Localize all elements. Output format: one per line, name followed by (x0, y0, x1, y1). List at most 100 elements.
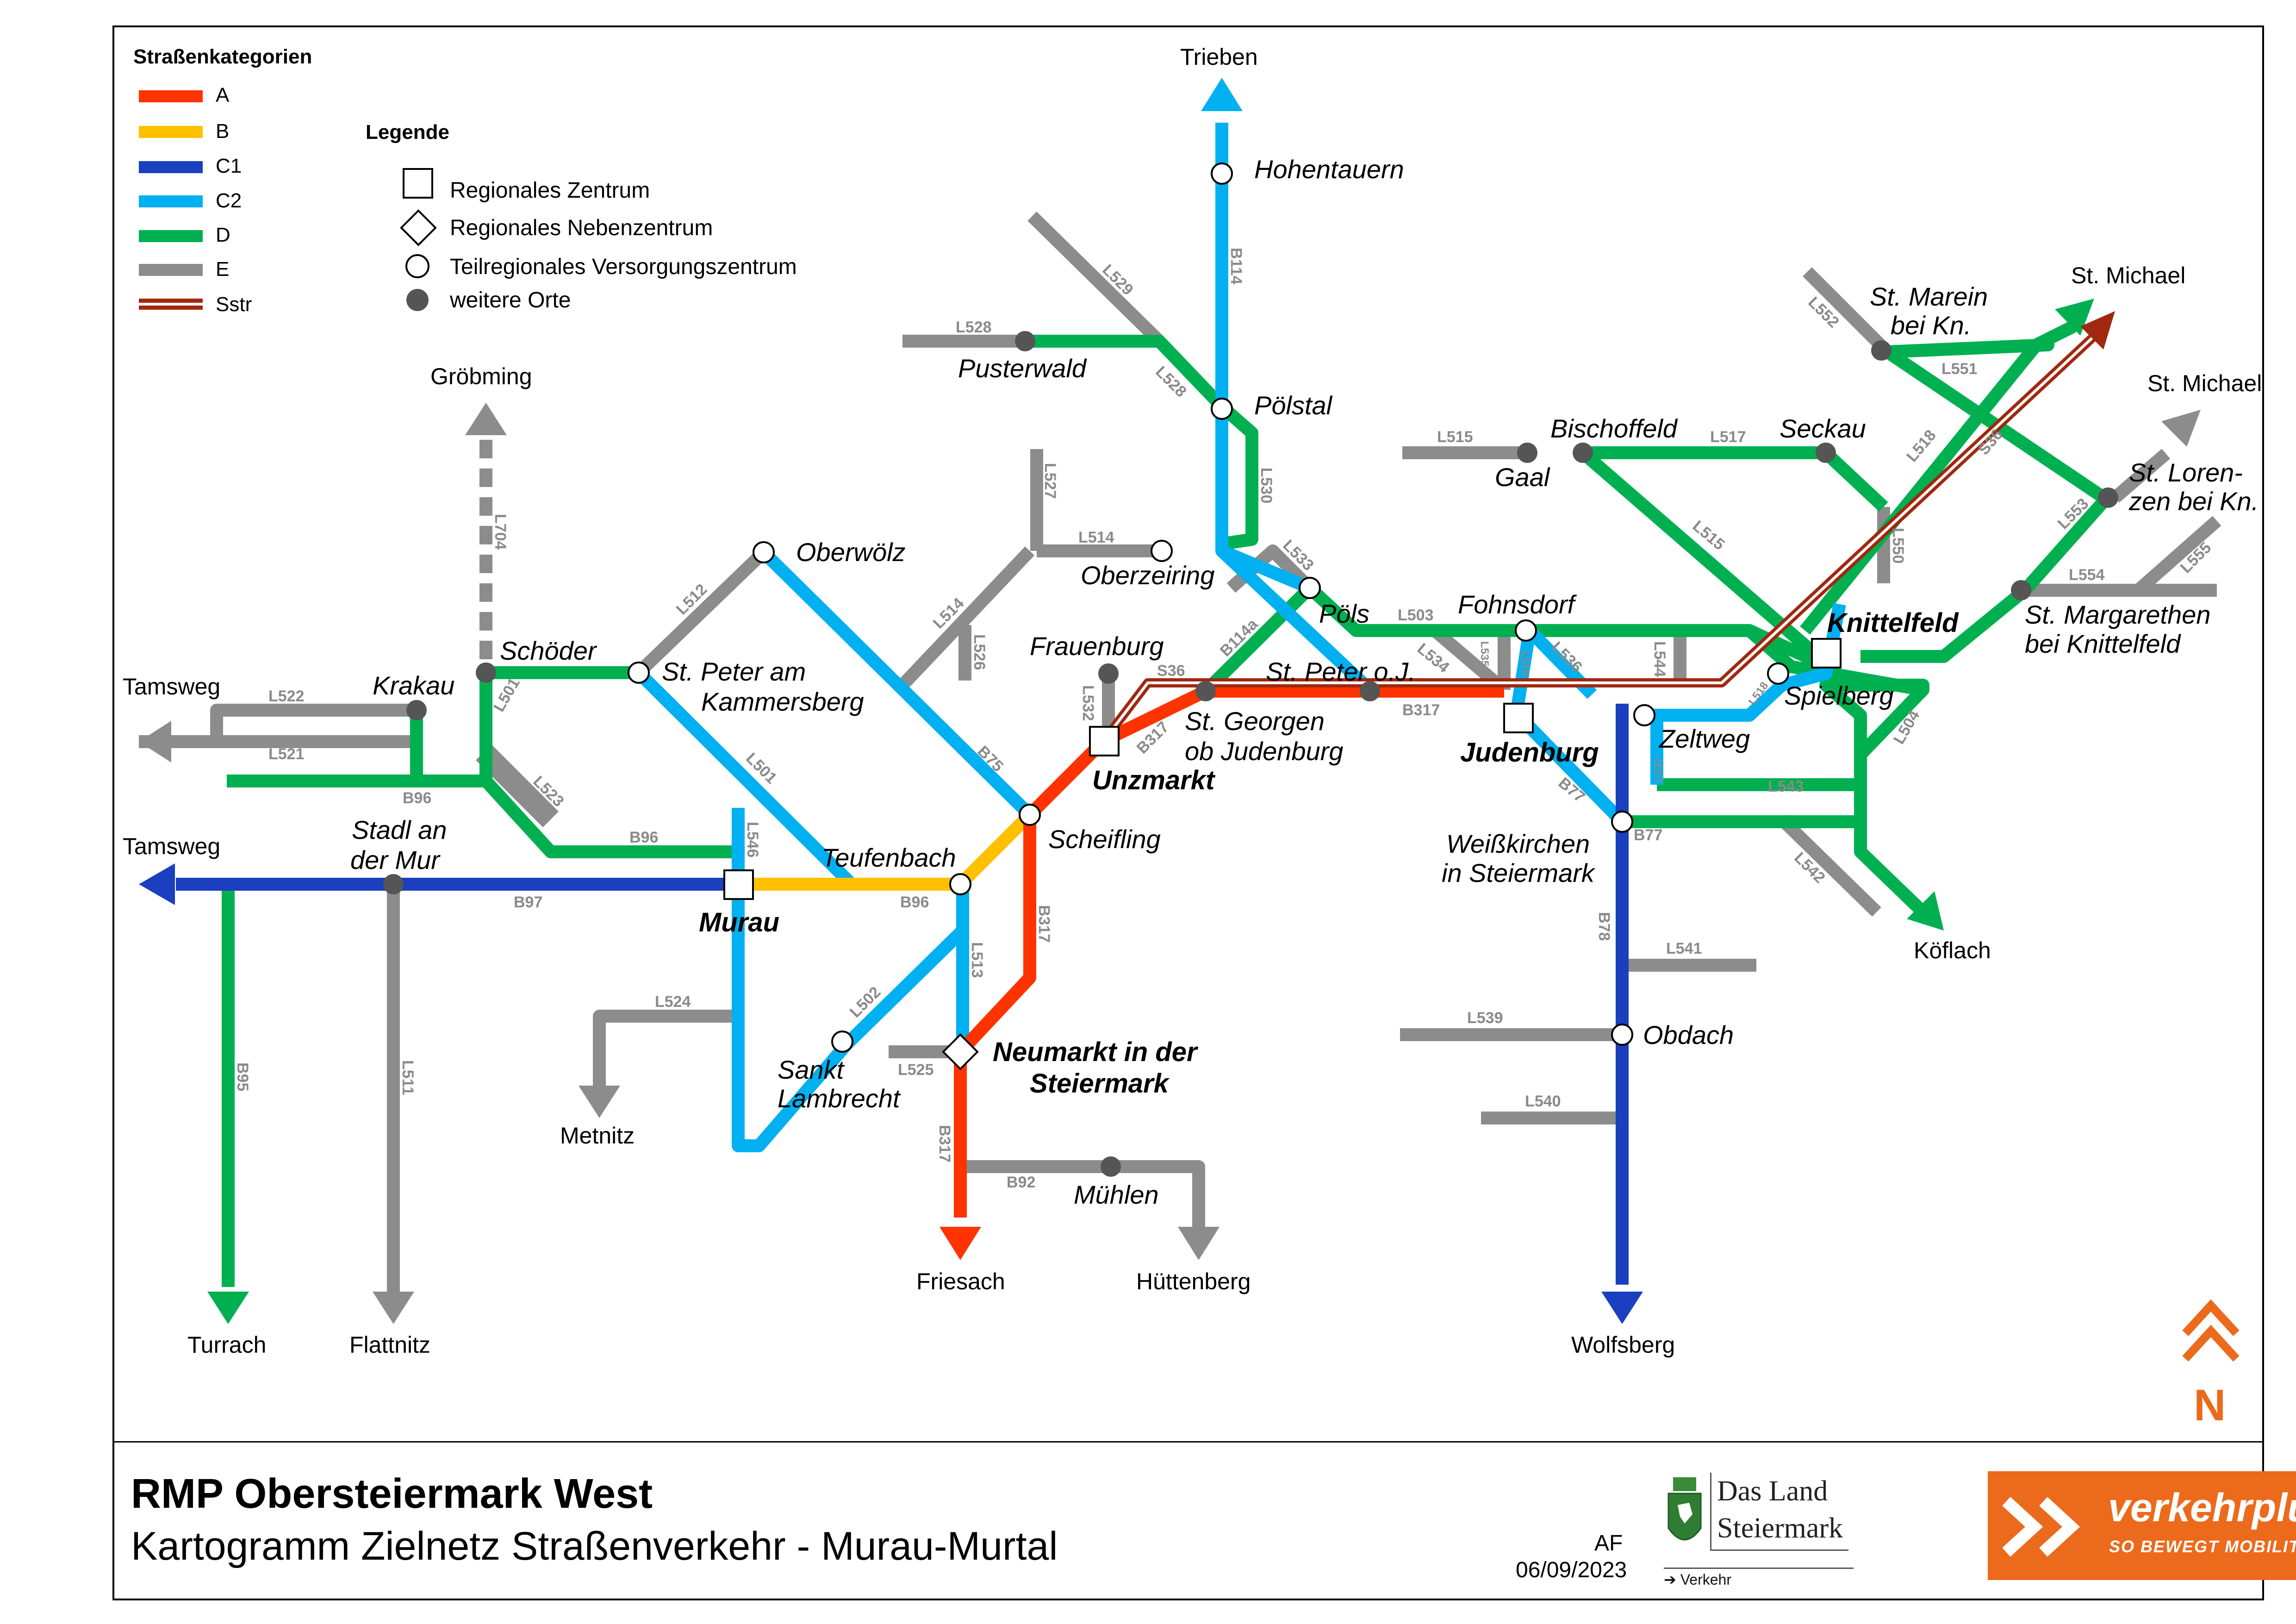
tag-b97: B97 (514, 893, 542, 911)
tag-l530: L530 (1257, 468, 1275, 504)
styrian-crest-icon (1668, 1477, 1702, 1541)
tag-b96c: B96 (900, 893, 929, 911)
legend-label-supply-center: Teilregionales Versorgungszentrum (450, 255, 797, 279)
category-legend-heading: Straßenkategorien (133, 45, 312, 68)
place-markers (383, 162, 2118, 1177)
category-swatch-a (139, 90, 203, 102)
tag-b78: B78 (1595, 912, 1613, 941)
tag-l541: L541 (1666, 940, 1702, 957)
arrow-friesach-icon (940, 1227, 981, 1260)
tag-l543: L543 (1768, 778, 1804, 795)
category-swatch-sstr-inner (139, 303, 203, 306)
marker-bischoffeld-icon (1573, 443, 1593, 463)
place-st-margarethen-1: St. Margarethen (2025, 600, 2211, 629)
place-knittelfeld: Knittelfeld (1827, 608, 1959, 638)
marker-fohnsdorf-icon (1515, 619, 1537, 642)
place-flattnitz: Flattnitz (349, 1332, 430, 1358)
arrowheads (139, 78, 2201, 1324)
road-b92 (960, 1160, 1205, 1227)
road-l501-south (634, 668, 856, 889)
category-label-d: D (216, 224, 230, 246)
tag-b95: B95 (234, 1062, 251, 1091)
place-st-peter-1: St. Peter am (662, 657, 806, 686)
marker-spielberg-icon (1767, 662, 1789, 685)
road-l504-south (1854, 685, 1930, 919)
road-l530 (1217, 401, 1258, 550)
road-b317-main (954, 685, 1504, 1218)
place-tamsweg-2: Tamsweg (123, 833, 220, 859)
other-place-icon (406, 289, 429, 311)
tag-l540: L540 (1525, 1093, 1561, 1110)
marker-obdach-icon (1611, 1024, 1633, 1046)
marker-gaal-icon (1517, 443, 1537, 463)
place-hohentauern: Hohentauern (1254, 155, 1404, 184)
tag-l511: L511 (399, 1060, 417, 1095)
marker-st-margarethen-icon (2011, 580, 2031, 600)
tag-l522: L522 (268, 687, 305, 705)
place-stadl-2: der Mur (350, 845, 441, 874)
tag-l518b: L518 (1903, 426, 1940, 465)
road-b75 (759, 548, 1034, 819)
place-spielberg: Spielberg (1784, 681, 1894, 710)
tag-l526: L526 (971, 634, 988, 670)
place-st-marein-2: bei Kn. (1891, 311, 1971, 340)
road-l503 (1305, 583, 1831, 673)
road-st-lorenzen-out (2110, 449, 2171, 503)
marker-st-georgen-icon (1195, 681, 1216, 701)
road-l528-east (1025, 335, 1227, 411)
marker-st-lorenzen-icon (2098, 487, 2118, 508)
arrow-koeflach-icon (1907, 891, 1944, 931)
place-oberzeiring: Oberzeiring (1081, 561, 1214, 590)
place-oberwoelz: Oberwölz (796, 537, 906, 567)
symbol-legend-heading: Legende (366, 121, 449, 144)
place-st-marein-1: St. Marein (1870, 282, 1988, 311)
tag-b96a: B96 (403, 789, 431, 807)
category-swatch-b (139, 126, 203, 138)
place-st-georgen-2: ob Judenburg (1185, 737, 1344, 766)
land-department: ➔ Verkehr (1664, 1568, 1854, 1588)
marker-murau-icon (723, 869, 754, 900)
tag-l551: L551 (1941, 360, 1978, 378)
tag-b317a: B317 (1035, 905, 1053, 943)
tag-l517: L517 (1710, 428, 1746, 446)
category-label-b: B (216, 120, 229, 143)
tag-b96b: B96 (629, 829, 658, 846)
road-l522 (210, 704, 417, 742)
place-poelstal: Pölstal (1254, 391, 1333, 420)
road-l546 (732, 808, 852, 1152)
tag-l550: L550 (1889, 528, 1907, 564)
title-block: RMP Obersteiermark West Kartogramm Zieln… (113, 1441, 2296, 1601)
place-schoeder: Schöder (500, 636, 597, 665)
north-chevron-1-icon (2182, 1299, 2240, 1337)
land-name-line-1: Das Land (1717, 1475, 1828, 1507)
marker-pusterwald-icon (1015, 331, 1035, 351)
arrow-metnitz-icon (579, 1086, 620, 1118)
arrow-huettenberg-icon (1178, 1227, 1220, 1260)
marker-muehlen-icon (1101, 1156, 1121, 1177)
road-b114a (1201, 583, 1314, 696)
road-l524 (593, 1010, 738, 1086)
arrow-tamsweg-north-icon (139, 721, 171, 762)
category-swatch-e (139, 264, 203, 276)
place-sankt-lambrecht-2: Lambrecht (778, 1084, 901, 1113)
marker-poels-icon (1299, 577, 1321, 599)
verkehrplus-logo: verkehrplus SO BEWEGT MOBILITÄT (1988, 1471, 2296, 1580)
place-labels: Trieben Gröbming Tamsweg Tamsweg Turrach… (123, 44, 2262, 1358)
land-steiermark-name: Das Land Steiermark (1710, 1473, 1849, 1551)
north-chevron-2-icon (2182, 1324, 2240, 1362)
tag-l554: L554 (2069, 566, 2105, 584)
place-st-georgen-1: St. Georgen (1185, 706, 1325, 736)
marker-oberzeiring-icon (1151, 540, 1173, 562)
place-gaal: Gaal (1495, 462, 1550, 492)
tag-l532: L532 (1079, 685, 1097, 721)
roads-category-a (954, 685, 1504, 1218)
place-bischoffeld: Bischoffeld (1550, 414, 1678, 443)
land-steiermark-logo: Das Land Steiermark ➔ Verkehr (1664, 1473, 1863, 1588)
symbol-legend: Legende Regionales Zentrum Regionales Ne… (366, 121, 797, 312)
place-st-lorenzen-1: St. Loren- (2129, 458, 2243, 487)
arrow-st-michael-grey-icon (2161, 410, 2201, 447)
place-weisskirchen-2: in Steiermark (1442, 858, 1596, 887)
arrow-st-michael-green-icon (2055, 299, 2094, 336)
land-name-line-2: Steiermark (1717, 1512, 1843, 1544)
regional-subcenter-icon (400, 209, 437, 246)
